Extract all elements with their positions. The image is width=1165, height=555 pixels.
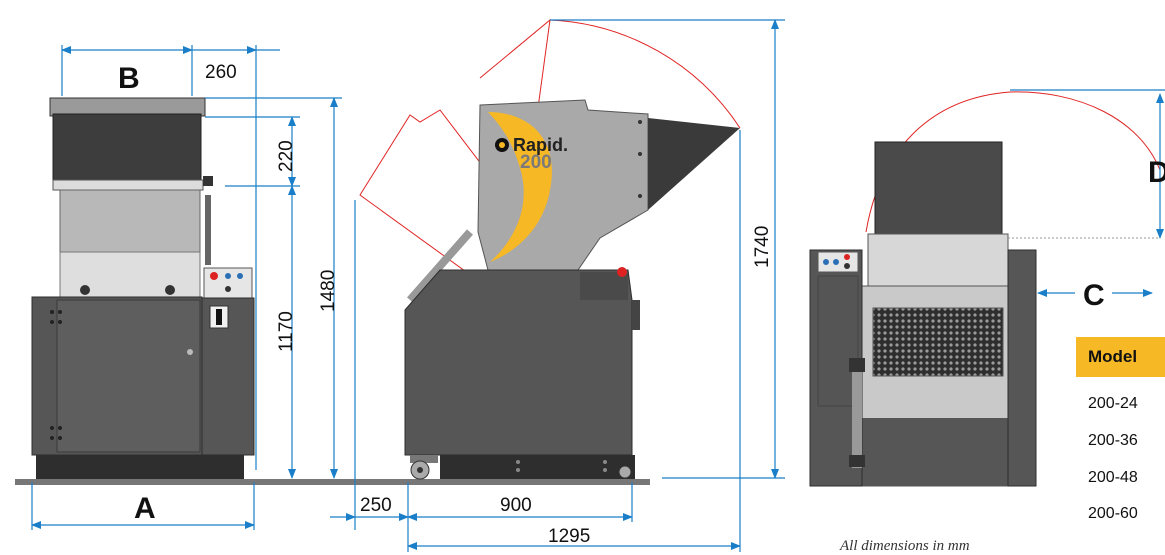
dim-label-d: D [1148,156,1165,189]
cutting-chamber [59,189,201,253]
dim-label-900: 900 [500,495,532,516]
control-panel [203,267,253,299]
dim-label-1170: 1170 [276,311,297,352]
dim-label-c: C [1083,279,1105,312]
footnote: All dimensions in mm [840,538,970,554]
dim-label-1295: 1295 [548,526,590,547]
rear-view [809,91,1161,487]
model-table-header: Model [1076,337,1165,377]
model-row: 200-48 [1088,469,1138,486]
dim-label-a: A [134,492,156,525]
outlet-chute [648,118,740,210]
side-dimensions [330,19,785,552]
model-row: 200-36 [1088,432,1138,449]
front-dimensions [31,45,342,530]
front-view [31,97,255,479]
front-base [36,455,244,479]
brand-name: Rapid. [513,135,568,155]
dim-label-260: 260 [205,62,237,83]
dim-label-1740: 1740 [752,226,773,268]
dim-label-b: B [118,62,140,95]
dim-label-250: 250 [360,495,392,516]
brand-logo: Rapid. 200 [495,135,568,173]
hopper-lid [49,97,206,117]
side-view [359,18,741,480]
rear-dimensions [1010,89,1165,297]
dim-label-220: 220 [276,140,297,172]
model-row: 200-24 [1088,395,1138,412]
model-row: 200-60 [1088,505,1138,522]
rear-grille [872,307,1004,377]
hopper-box [52,113,202,183]
rear-hopper [874,141,1003,235]
brand-model: 200 [520,152,552,173]
rear-upper-panel [867,233,1009,287]
dim-label-1480: 1480 [318,270,339,312]
brand-swoosh [488,112,552,262]
